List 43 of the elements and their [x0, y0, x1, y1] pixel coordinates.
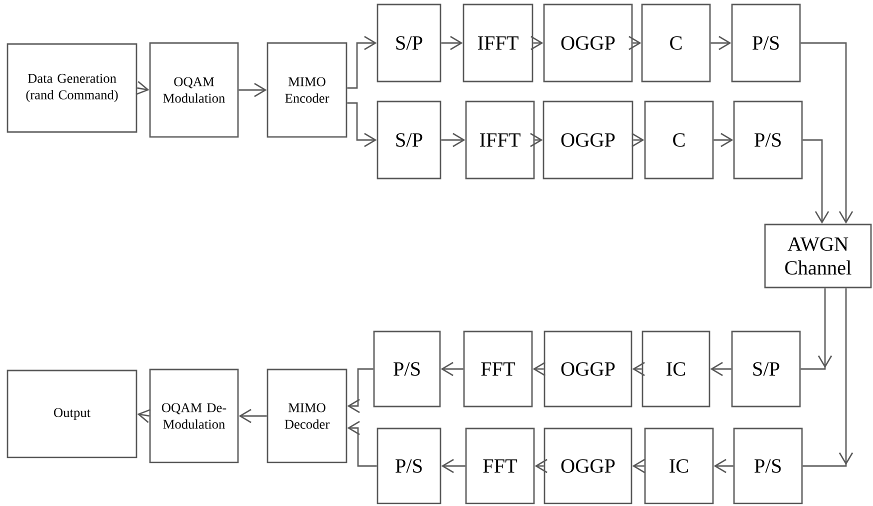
- process-box: OGGP: [543, 4, 633, 82]
- process-box: OQAM De-Modulation: [149, 368, 239, 464]
- process-box: OGGP: [544, 428, 632, 504]
- process-box: IFFT: [462, 4, 534, 82]
- arrow: [710, 362, 732, 376]
- process-box: OQAM Modulation: [149, 42, 239, 138]
- process-box: P/S: [733, 428, 803, 504]
- process-box: OGGP: [544, 330, 632, 408]
- arrow: [710, 36, 732, 50]
- process-box: IC: [642, 330, 710, 408]
- arrow: [714, 132, 734, 148]
- arrow: [347, 102, 377, 148]
- process-box: FFT: [463, 330, 533, 408]
- process-box: MIMO Decoder: [266, 368, 348, 464]
- arrow: [347, 368, 374, 414]
- arrow: [441, 36, 463, 50]
- arrow: [347, 420, 377, 467]
- arrow: [802, 139, 830, 224]
- process-box: FFT: [465, 428, 535, 504]
- arrow: [238, 82, 267, 98]
- arrow: [714, 458, 734, 474]
- process-box: C: [641, 4, 711, 82]
- process-box: AWGN Channel: [764, 224, 872, 288]
- process-box: P/S: [373, 330, 441, 408]
- process-box: S/P: [376, 4, 442, 82]
- process-box: P/S: [376, 428, 442, 504]
- process-box: MIMO Encoder: [266, 42, 348, 138]
- process-box: C: [644, 100, 714, 180]
- process-box: S/P: [731, 330, 801, 408]
- arrow: [238, 408, 267, 424]
- process-box: P/S: [733, 100, 803, 180]
- process-box: IC: [644, 428, 714, 504]
- arrow: [440, 362, 464, 376]
- arrow: [800, 42, 854, 224]
- arrow: [441, 458, 466, 474]
- process-box: P/S: [731, 4, 801, 82]
- arrow: [347, 36, 377, 89]
- process-box: IFFT: [465, 100, 535, 180]
- arrow: [441, 132, 466, 148]
- process-box: Output: [6, 370, 138, 458]
- process-box: S/P: [376, 100, 442, 180]
- process-box: OGGP: [542, 100, 634, 180]
- process-box: Data Generation (rand Command): [6, 43, 138, 133]
